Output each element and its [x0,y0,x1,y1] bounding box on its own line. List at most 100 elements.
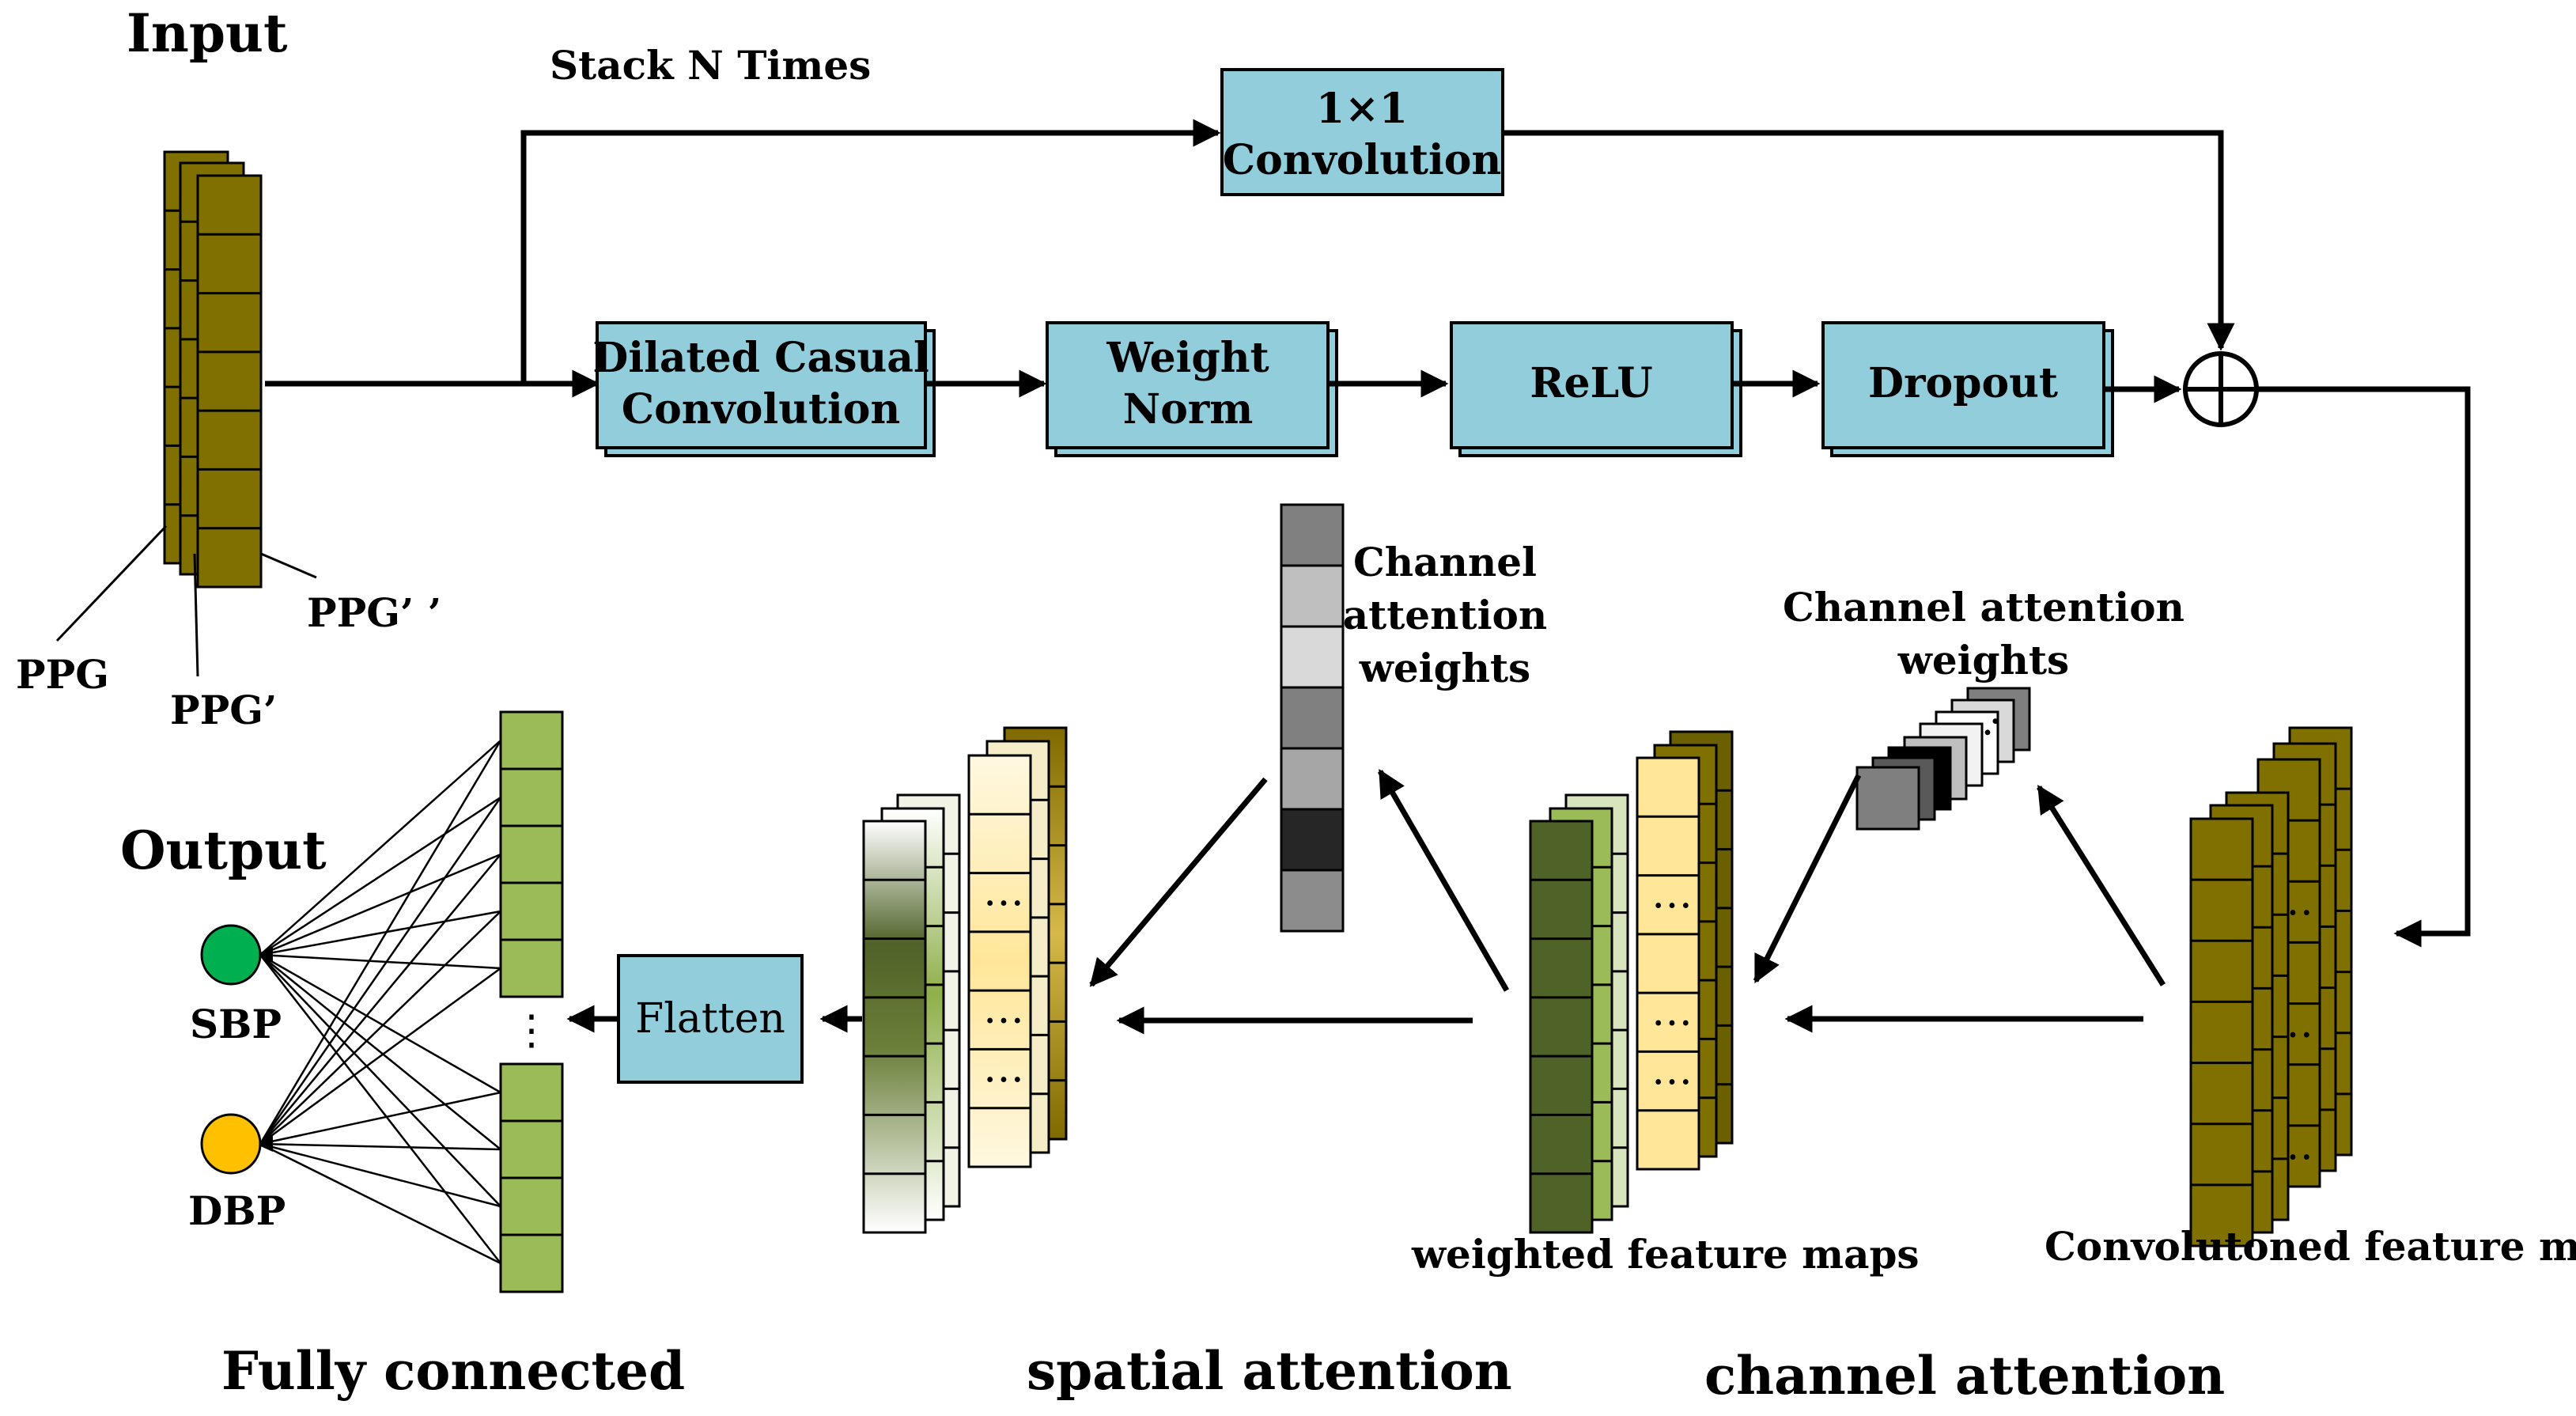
weighted-map-cream: … … … [1636,756,1700,1171]
attention-weight-cell [1280,808,1345,872]
fc-column-top-frame [499,710,564,998]
ppg2-column [196,174,263,589]
fc-edge [259,1091,501,1145]
relu-block [1450,321,1734,449]
fc-column-bottom [499,1062,564,1293]
fc-edge [259,1142,501,1208]
weighted-map-cream-ellipsis: … [1651,988,1693,1035]
ppg2-label: PPG’ ’ [307,589,441,636]
weight-cube [1855,766,1920,831]
weighted-map-green-1 [1529,820,1594,1234]
spatial-map-cream-1-ellipsis: … [983,986,1024,1033]
weightnorm-line1: Weight [1106,334,1269,382]
fc-edge [259,796,501,956]
weighted-maps-label: weighted feature maps [1411,1231,1920,1278]
weighted-to-column-arrow [1377,768,1510,992]
spatial-attention-maps: … … … [862,726,1068,1234]
maps-to-weights-arrow [2037,785,2166,986]
fc-edge-arrowhead [255,1136,273,1152]
fc-edge [259,740,501,956]
spatial-map-cream-1: … … … [967,754,1032,1168]
fc-edge [259,910,501,956]
conv1x1-line1: 1×1 [1316,85,1408,133]
channel-weights-1-line2: attention [1343,592,1548,638]
dropout-block [1821,321,2105,449]
attention-weight-cell [1280,625,1345,689]
input-label: Input [127,2,288,64]
output-label: Output [120,820,327,881]
weighted-feature-maps: … … … [1529,730,1734,1234]
ppg1-leader-line [193,553,199,677]
weighted-map-cream-ellipsis: … [1651,1047,1693,1094]
dbp-node [200,1113,262,1175]
flatten-block [617,954,804,1084]
fc-vdots: ⋮ [511,1007,552,1054]
skip-to-conv1x1-arrow [520,119,1221,384]
attention-weight-cell [1280,564,1345,628]
fc-edge [259,954,501,1207]
spatial-attention-label: spatial attention [1027,1340,1512,1402]
attention-weight-cell [1280,869,1345,933]
fully-connected-label: Fully connected [221,1340,685,1402]
weightnorm-block [1046,321,1330,449]
channel-attention-weights-column [1280,503,1345,933]
spatial-map-cream-1-ellipsis: … [983,868,1024,915]
ppg2-leader-line [260,552,317,579]
stack-label: Stack N Times [550,42,871,89]
channel-weights-1-line1: Channel [1353,539,1537,585]
fc-edge [259,954,501,1150]
channel-weights-2-line1: Channel attention [1783,584,2184,630]
dilated-line2: Convolution [622,385,901,434]
conv1x1-line2: Convolution [1223,136,1502,184]
fc-column-top [499,710,564,998]
spatial-map-green-1-frame [862,820,927,1234]
sbp-label: SBP [190,1001,282,1047]
sbp-node [200,924,262,986]
spatial-map-green-1 [862,820,927,1234]
channel-attention-weight-cubes: … [1855,687,2031,831]
sum-node [2183,351,2259,427]
attention-weight-cell [1280,503,1345,567]
fc-edge [259,967,501,1145]
conv1x1-to-sum-arrow [1503,130,2235,351]
weightnorm-line2: Norm [1123,385,1254,434]
spatial-map-cream-1-ellipsis: … [983,1044,1024,1092]
convolutoned-feature-maps: ……… [2189,726,2353,1248]
flatten-label: Flatten [635,995,785,1043]
dilated-conv-block [596,321,927,449]
column-to-spatial-arrow [1089,777,1268,987]
fc-edge [259,797,502,1145]
weighted-map-cream-ellipsis: … [1651,870,1693,918]
channel-weights-1-line3: weights [1359,645,1530,691]
relu-label: ReLU [1530,359,1652,407]
attention-weight-cell [1280,686,1345,750]
attention-weight-cell [1280,747,1345,811]
fc-edge [259,954,501,1264]
ppg2-column-frame [196,174,263,589]
spatial-map-cream-1-frame [967,754,1032,1168]
fc-edge-arrowhead [255,947,273,963]
fc-edge [259,854,501,1145]
ppg1-label: PPG’ [170,687,277,733]
weights-to-weighted-maps-arrow [1753,774,1862,984]
sum-to-feature-maps-arrow [2256,386,2471,948]
dbp-label: DBP [188,1187,286,1234]
channel-weights-2-line2: weights [1897,637,2069,683]
weighted-map-cream-frame [1636,756,1700,1171]
channel-attention-label: channel attention [1704,1345,2225,1407]
conv-map-front [2189,817,2254,1248]
fully-connected-edges [255,740,502,1265]
weighted-map-green-1-frame [1529,820,1594,1234]
ppg-leader-line [55,524,168,642]
ppg-label: PPG [16,651,109,698]
conv-maps-label: Convolutoned feature maps [2045,1223,2576,1270]
fc-edge [259,911,501,1145]
fc-edge [259,853,501,956]
fc-edge [259,953,501,1094]
fc-edge [259,1142,501,1265]
dropout-label: Dropout [1868,359,2058,407]
fc-edge [259,1142,501,1151]
fc-edge [259,740,502,1145]
dilated-line1: Dilated Casual [592,334,929,382]
